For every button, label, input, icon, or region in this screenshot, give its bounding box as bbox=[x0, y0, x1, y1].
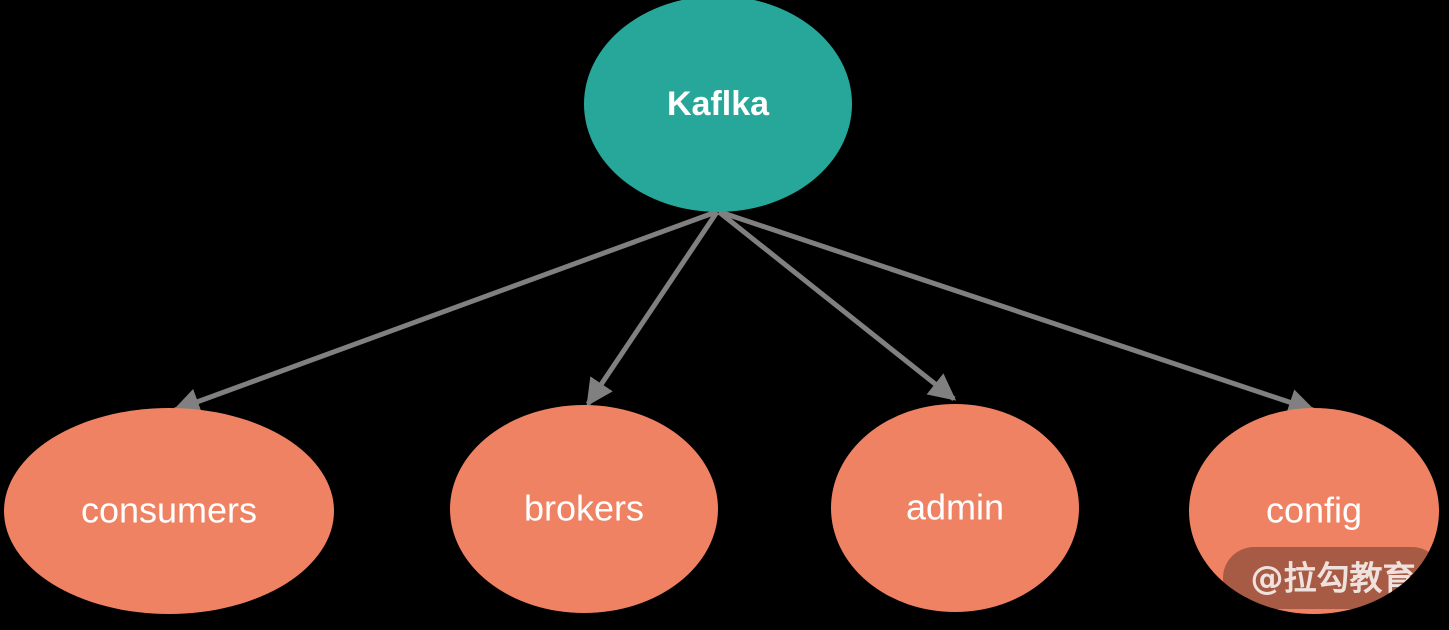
node-admin-label: admin bbox=[906, 487, 1004, 528]
node-kaflka[interactable]: Kaflka bbox=[584, 0, 852, 212]
node-kaflka-label: Kaflka bbox=[667, 85, 770, 123]
watermark: @拉勾教育 bbox=[1223, 547, 1439, 609]
node-brokers-shape[interactable] bbox=[450, 405, 718, 613]
node-consumers-shape[interactable] bbox=[4, 408, 334, 614]
node-brokers-label: brokers bbox=[524, 488, 644, 529]
node-config[interactable]: config bbox=[1189, 408, 1439, 614]
node-config-shape[interactable] bbox=[1189, 408, 1439, 614]
node-admin-shape[interactable] bbox=[831, 404, 1079, 612]
node-consumers-label: consumers bbox=[81, 490, 257, 531]
edge-kaflka-to-consumers bbox=[172, 209, 717, 415]
edge-kaflka-to-config bbox=[719, 209, 1316, 416]
edge-kaflka-to-admin bbox=[717, 210, 957, 401]
node-consumers[interactable]: consumers bbox=[4, 408, 334, 614]
node-config-label: config bbox=[1266, 490, 1362, 531]
edge-kaflka-to-brokers bbox=[585, 210, 720, 407]
node-admin[interactable]: admin bbox=[831, 404, 1079, 612]
edge-group bbox=[172, 209, 1316, 416]
node-brokers[interactable]: brokers bbox=[450, 405, 718, 613]
watermark-label: @拉勾教育 bbox=[1251, 559, 1416, 598]
watermark-backdrop bbox=[1223, 547, 1439, 609]
node-kaflka-shape[interactable] bbox=[584, 0, 852, 212]
